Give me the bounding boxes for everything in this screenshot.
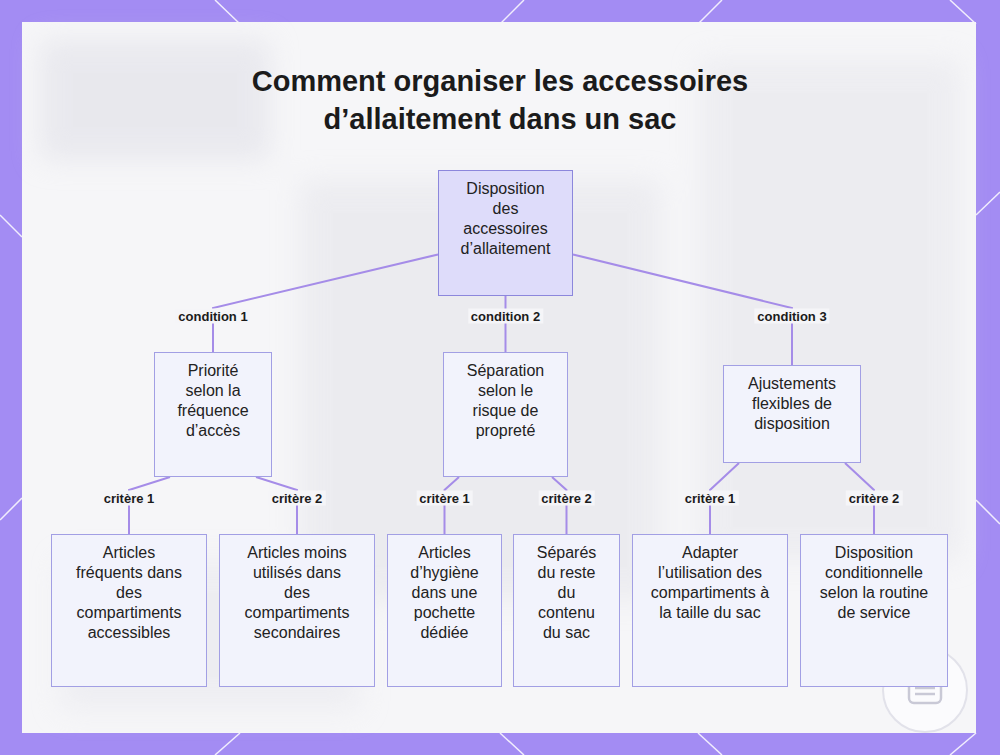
node-text: Ajustements flexibles de disposition — [736, 374, 848, 434]
process-box: Articles fréquents dans des compartiment… — [51, 534, 207, 687]
pattern-line — [0, 215, 22, 237]
process-box: Disposition conditionnelle selon la rout… — [800, 534, 948, 687]
process-box: Séparés du reste du contenu du sac — [513, 534, 620, 687]
pattern-line — [698, 733, 722, 755]
node-text: Priorité selon la fréquence d’accès — [173, 361, 253, 441]
process-box: Articles d’hygiène dans une pochette déd… — [387, 534, 502, 687]
edge-label: critère 1 — [101, 491, 158, 506]
process-box: Articles moins utilisés dans des compart… — [219, 534, 375, 687]
node-text: Articles fréquents dans des compartiment… — [72, 543, 186, 643]
pattern-line — [950, 0, 976, 24]
pattern-line — [0, 498, 22, 520]
root-box: Disposition des accessoires d’allaitemen… — [438, 170, 573, 296]
process-box: Adapter l’utilisation des compartiments … — [632, 534, 788, 687]
edge-label: critère 2 — [269, 491, 326, 506]
diagram-title: Comment organiser les accessoires d’alla… — [190, 62, 810, 138]
pattern-line — [215, 0, 240, 24]
connector-line — [505, 296, 507, 352]
node-text: Adapter l’utilisation des compartiments … — [643, 543, 777, 623]
connector-line — [256, 477, 297, 534]
process-box: Priorité selon la fréquence d’accès — [154, 352, 272, 477]
edge-label: condition 2 — [468, 309, 543, 324]
node-text: Disposition des accessoires d’allaitemen… — [455, 179, 556, 259]
pattern-line — [215, 733, 240, 755]
pattern-line — [976, 192, 1000, 215]
node-text: Disposition conditionnelle selon la rout… — [817, 543, 931, 623]
edge-label: condition 3 — [754, 309, 829, 324]
process-box: Séparation selon le risque de propreté — [443, 352, 568, 477]
photo-shape — [700, 60, 960, 560]
connector-line — [129, 477, 170, 534]
photo-shape — [40, 40, 270, 160]
process-box: Ajustements flexibles de disposition — [723, 365, 861, 463]
connector-line — [213, 254, 438, 352]
node-text: Articles moins utilisés dans des compart… — [238, 543, 356, 643]
icon-shape — [915, 687, 935, 690]
node-text: Séparation selon le risque de propreté — [462, 361, 549, 441]
pattern-line — [500, 733, 524, 755]
panel — [22, 22, 976, 733]
connector-line — [445, 477, 460, 534]
connector-line — [552, 477, 567, 534]
blurred-photo — [40, 40, 960, 710]
edge-label: critère 1 — [682, 491, 739, 506]
edge-label: condition 1 — [175, 309, 250, 324]
pattern-line — [950, 733, 976, 755]
pattern-line — [698, 0, 722, 24]
edge-label: critère 2 — [538, 491, 595, 506]
icon-shape — [915, 693, 935, 696]
edge-label: critère 1 — [416, 491, 473, 506]
edge-label: critère 2 — [846, 491, 903, 506]
pattern-line — [976, 500, 1000, 524]
pattern-line — [500, 0, 524, 24]
node-text: Séparés du reste du contenu du sac — [530, 543, 603, 643]
node-text: Articles d’hygiène dans une pochette déd… — [402, 543, 487, 643]
